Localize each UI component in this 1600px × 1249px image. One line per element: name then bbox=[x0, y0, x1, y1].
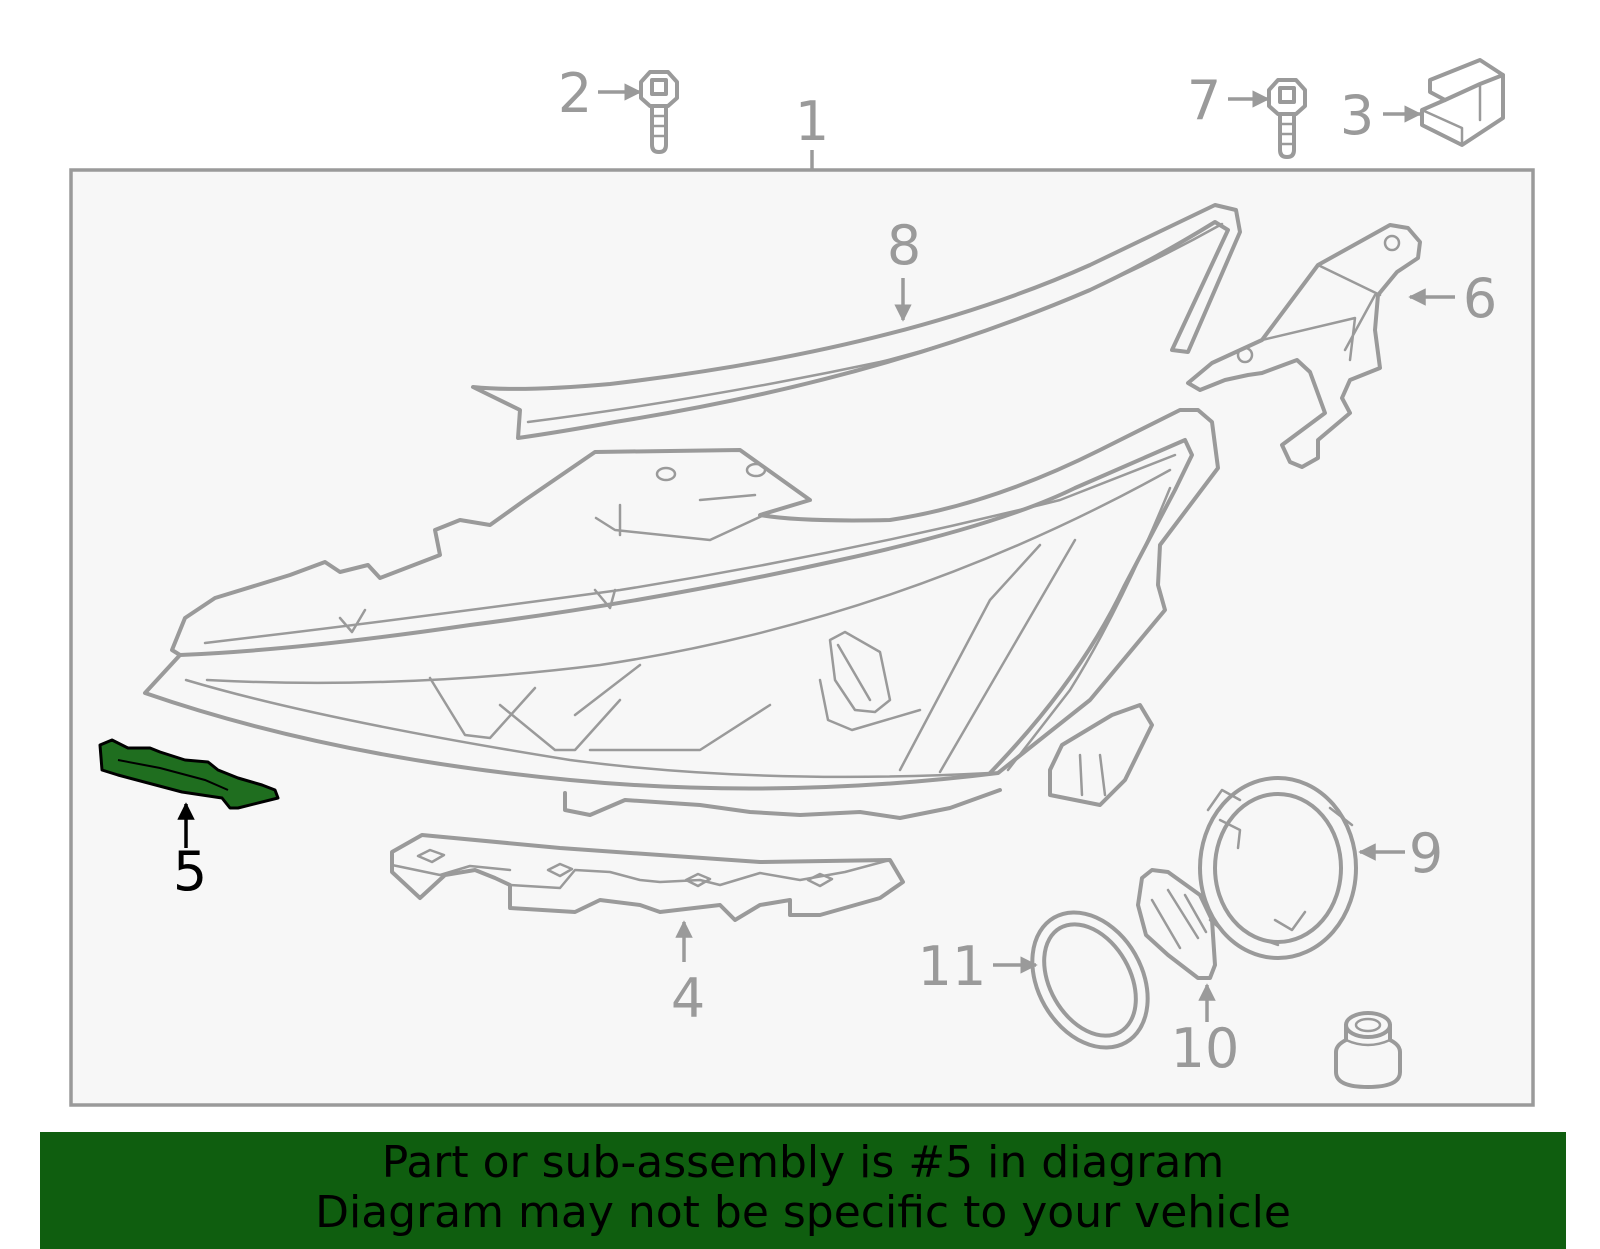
callout-label-1: 1 bbox=[795, 90, 829, 153]
part-10-lens-cover bbox=[1136, 868, 1217, 980]
callout-label-2: 2 bbox=[558, 62, 592, 125]
callout-label-8: 8 bbox=[887, 214, 921, 277]
banner-line-2: Diagram may not be specific to your vehi… bbox=[315, 1187, 1291, 1238]
part-3-clip bbox=[1420, 58, 1505, 147]
callout-label-6: 6 bbox=[1463, 267, 1497, 330]
part-6-bracket bbox=[1186, 223, 1422, 469]
banner-line-1: Part or sub-assembly is #5 in diagram bbox=[381, 1137, 1225, 1188]
footer-banner: Part or sub-assembly is #5 in diagram Di… bbox=[40, 1132, 1566, 1249]
part-8-trim-strip bbox=[471, 203, 1242, 440]
callout-label-4: 4 bbox=[671, 967, 705, 1030]
part-11-gasket bbox=[1030, 910, 1150, 1050]
small-cap bbox=[1334, 1011, 1402, 1089]
callout-label-7: 7 bbox=[1187, 69, 1221, 132]
callout-label-9: 9 bbox=[1409, 822, 1443, 885]
assembly-frame bbox=[69, 168, 1535, 1107]
part-1-headlamp bbox=[143, 408, 1220, 820]
part-5-highlighted bbox=[98, 738, 280, 810]
callout-label-3: 3 bbox=[1340, 84, 1374, 147]
part-2-bolt bbox=[639, 70, 679, 154]
callout-label-5: 5 bbox=[173, 840, 207, 903]
callout-label-11: 11 bbox=[918, 935, 987, 998]
part-7-bolt bbox=[1267, 78, 1307, 159]
callout-label-10: 10 bbox=[1171, 1017, 1240, 1080]
part-9-socket-ring bbox=[1198, 776, 1358, 960]
part-4-mounting-bracket bbox=[390, 833, 905, 922]
